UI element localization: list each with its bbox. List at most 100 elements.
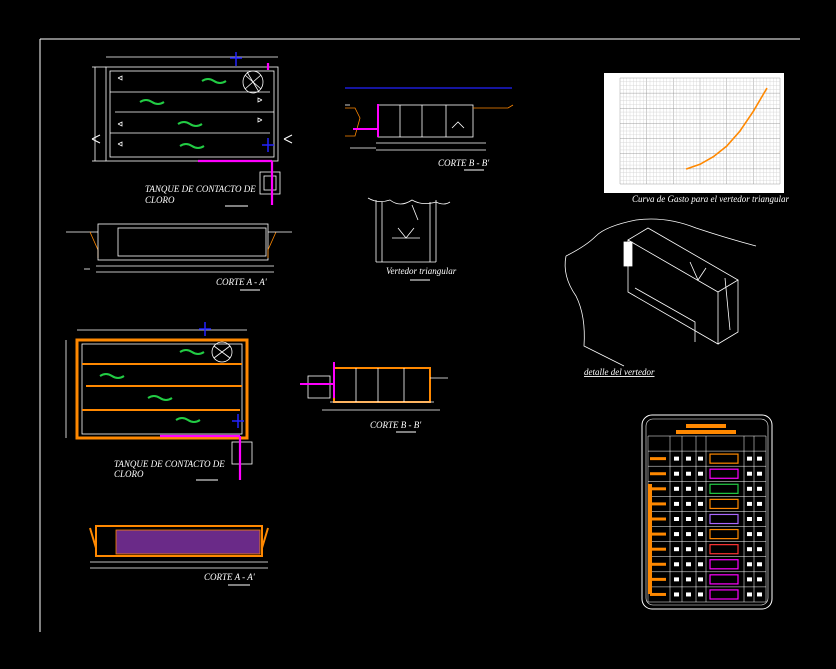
table-cell-mark (747, 577, 752, 582)
plan-top-fish-markers (139, 78, 227, 149)
weir-isometric-detail (564, 218, 757, 367)
section-aa-bottom (89, 525, 269, 569)
table-bar-shape (709, 528, 739, 540)
table-cell-mark (674, 592, 679, 597)
table-side-bar (648, 484, 652, 594)
table-cell-mark (674, 532, 679, 537)
table-cell-mark (757, 592, 762, 597)
table-cell-mark (698, 456, 703, 461)
table-bar-shape (709, 453, 739, 464)
section-bb-bottom-title: CORTE B - B' (370, 420, 422, 430)
table-cell-mark (698, 577, 703, 582)
chart-caption: Curva de Gasto para el vertedor triangul… (632, 194, 789, 204)
table-cell-mark (674, 577, 679, 582)
table-bar-mark (650, 502, 666, 506)
table-grid (647, 435, 767, 603)
section-bb-top (345, 87, 514, 151)
table-cell-mark (757, 486, 762, 491)
table-cell-mark (757, 577, 762, 582)
table-bar-mark (650, 457, 666, 461)
table-cell-mark (686, 456, 691, 461)
chart-point (685, 168, 688, 170)
table-cell-mark (698, 471, 703, 476)
plan-bottom-pipes (160, 434, 242, 480)
chart-point (752, 110, 755, 113)
table-bar-shape (709, 483, 739, 494)
table-cell-mark (698, 501, 703, 506)
section-aa-top-title: CORTE A - A' (216, 277, 268, 287)
section-aa-top (66, 223, 292, 273)
table-cell-mark (757, 471, 762, 476)
table-cell-mark (757, 562, 762, 567)
rebar-schedule-table (641, 414, 773, 610)
section-bb-top-pipes (353, 104, 379, 137)
table-cell-mark (698, 517, 703, 521)
discharge-curve-chart (604, 73, 784, 193)
chart-point (725, 145, 728, 147)
weir-title: Vertedor triangular (386, 266, 457, 276)
plan-top-pipes (198, 63, 274, 205)
table-cell-mark (698, 547, 703, 552)
table-cell-mark (747, 517, 752, 521)
table-cell-mark (686, 532, 691, 537)
table-cell-mark (686, 547, 691, 552)
plan-bottom-title: TANQUE DE CONTACTO DE (114, 459, 225, 469)
plan-bottom-axis-markers (199, 322, 244, 428)
table-cell-mark (757, 501, 762, 506)
plan-top-axis-markers (230, 52, 274, 152)
plan-top-title-line2: CLORO (145, 195, 175, 205)
chart-point (739, 130, 741, 132)
table-bar-shape (709, 513, 739, 525)
table-cell-mark (757, 532, 762, 537)
table-bar-mark (650, 547, 666, 551)
table-cell-mark (698, 592, 703, 597)
table-bar-shape (709, 559, 739, 570)
table-cell-mark (674, 517, 679, 521)
table-cell-mark (747, 501, 752, 506)
table-bar-shape (709, 574, 739, 585)
table-cell-mark (757, 517, 762, 521)
plan-top-section-marks (91, 134, 293, 144)
table-bar-mark (650, 577, 666, 581)
table-bar-mark (650, 532, 666, 536)
plan-bottom-title-line2: CLORO (114, 469, 144, 479)
plan-view-top (92, 56, 281, 195)
table-cell-mark (747, 456, 752, 461)
plan-view-bottom (65, 329, 253, 465)
chart-background (604, 73, 784, 193)
table-cell-mark (674, 547, 679, 552)
table-cell-mark (747, 471, 752, 476)
chart-point (699, 163, 701, 166)
chart-point (712, 155, 715, 158)
chart-point (765, 87, 768, 90)
sheet-frame (39, 38, 800, 632)
table-cell-mark (747, 592, 752, 597)
section-aa-bottom-title: CORTE A - A' (204, 572, 256, 582)
table-cell-mark (686, 592, 691, 597)
table-bar-shape (709, 498, 739, 510)
table-bar-mark (650, 487, 666, 491)
table-cell-mark (757, 547, 762, 552)
table-bar-shape (709, 468, 739, 479)
weir-detail-title: detalle del vertedor (584, 367, 655, 377)
section-bb-bottom-pipes (300, 362, 335, 398)
table-cell-mark (747, 547, 752, 552)
table-cell-mark (698, 562, 703, 567)
table-cell-mark (757, 456, 762, 461)
table-cell-mark (674, 501, 679, 506)
table-cell-mark (674, 471, 679, 476)
table-cell-mark (698, 532, 703, 537)
plan-bottom-fish-markers (99, 349, 205, 423)
table-cell-mark (747, 486, 752, 491)
table-cell-mark (686, 471, 691, 476)
chart-grid (619, 77, 781, 185)
table-cell-mark (747, 532, 752, 537)
weir-section (367, 197, 451, 263)
table-cell-mark (698, 486, 703, 491)
table-bar-mark (650, 592, 666, 596)
table-bar-mark (650, 472, 666, 476)
table-cell-mark (674, 486, 679, 491)
plan-top-title: TANQUE DE CONTACTO DE (145, 184, 256, 194)
table-cell-mark (674, 562, 679, 567)
